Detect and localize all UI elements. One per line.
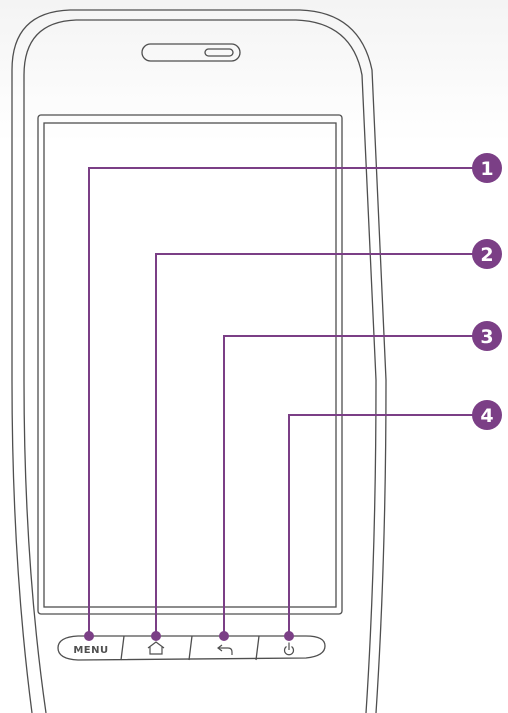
callout-badge-1: 1 [472,153,502,183]
callout-number-4: 4 [480,405,493,427]
power-button[interactable] [261,638,319,658]
callout-dot-4 [284,631,294,641]
menu-button[interactable]: MENU [62,638,120,658]
callout-number-1: 1 [480,158,493,180]
callout-badge-3: 3 [472,321,502,351]
callout-badge-4: 4 [472,400,502,430]
callout-dot-2 [151,631,161,641]
callout-number-2: 2 [480,244,493,266]
callout-dot-3 [219,631,229,641]
home-button[interactable] [126,638,188,658]
callout-dot-1 [84,631,94,641]
callout-badge-2: 2 [472,239,502,269]
menu-button-label: MENU [73,645,108,656]
callout-number-3: 3 [480,326,493,348]
